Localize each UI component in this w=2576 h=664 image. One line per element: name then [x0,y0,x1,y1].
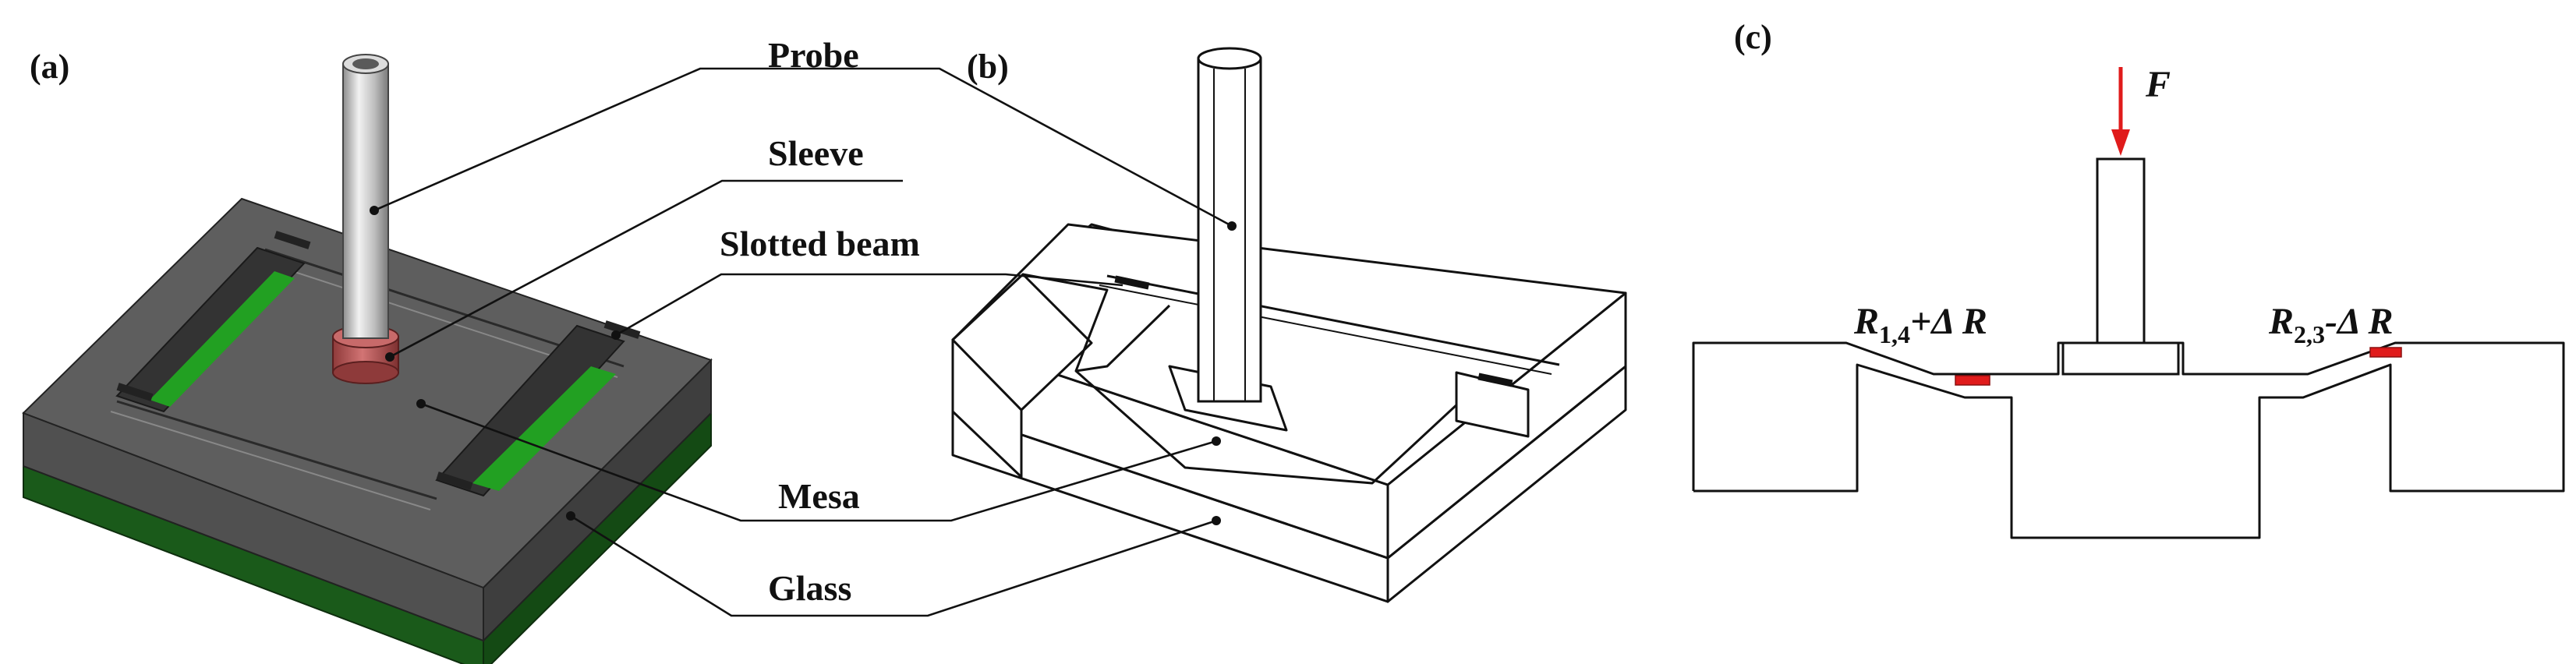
beam-pad [603,320,641,339]
beam-pad [274,231,311,249]
panel-b-tag: (b) [967,48,1009,86]
panel-c-section [1692,67,2565,539]
sleeve-label: Sleeve [768,133,864,173]
probe-section [2096,157,2146,346]
leader-lines [370,67,1237,617]
slotted-beam-label: Slotted beam [720,224,920,263]
glass-leader [570,514,1217,617]
mesa-leader [420,402,1217,522]
cavity-inner [1075,304,1171,373]
force-label: F [2145,64,2171,105]
probe-leader [373,67,1233,228]
probe-b [1197,47,1262,403]
beam-pad [116,383,154,401]
piezoresistor-left [1955,375,1990,386]
beam-line-bottom-1 [116,400,437,500]
beam-pad-b [1477,373,1513,387]
r14-label: R1,4+Δ R [1853,301,1987,348]
left-pillar-top [951,273,1093,411]
mesa-label: Mesa [778,476,860,516]
beam-detail-line [1106,274,1560,366]
beam-pad-b [1114,275,1150,290]
panel-c-tag: (c) [1734,18,1772,56]
force-arrow-head [2111,129,2130,156]
right-slot-opening [435,324,625,497]
glass-label: Glass [768,568,851,608]
sleeve-leader [389,179,903,358]
silicon-top-face [22,197,713,589]
beam-detail-line [1099,284,1552,375]
beam-line-bottom-2 [110,411,431,510]
mesa-section [2061,341,2180,376]
left-slot-green [150,271,295,407]
left-slot-opening [115,246,306,413]
panel-a-model [22,54,713,664]
cross-section-outline [1692,341,2565,539]
right-slot-green [472,366,616,491]
probe-label: Probe [768,35,859,75]
beam-pad [436,472,473,490]
panel-b-model [951,47,1627,603]
probe [342,54,389,339]
piezoresistor-right [2369,347,2402,358]
panel-a-tag: (a) [30,48,69,86]
slotted-beam-leader [615,273,1123,337]
r23-label: R2,3-Δ R [2268,301,2393,348]
